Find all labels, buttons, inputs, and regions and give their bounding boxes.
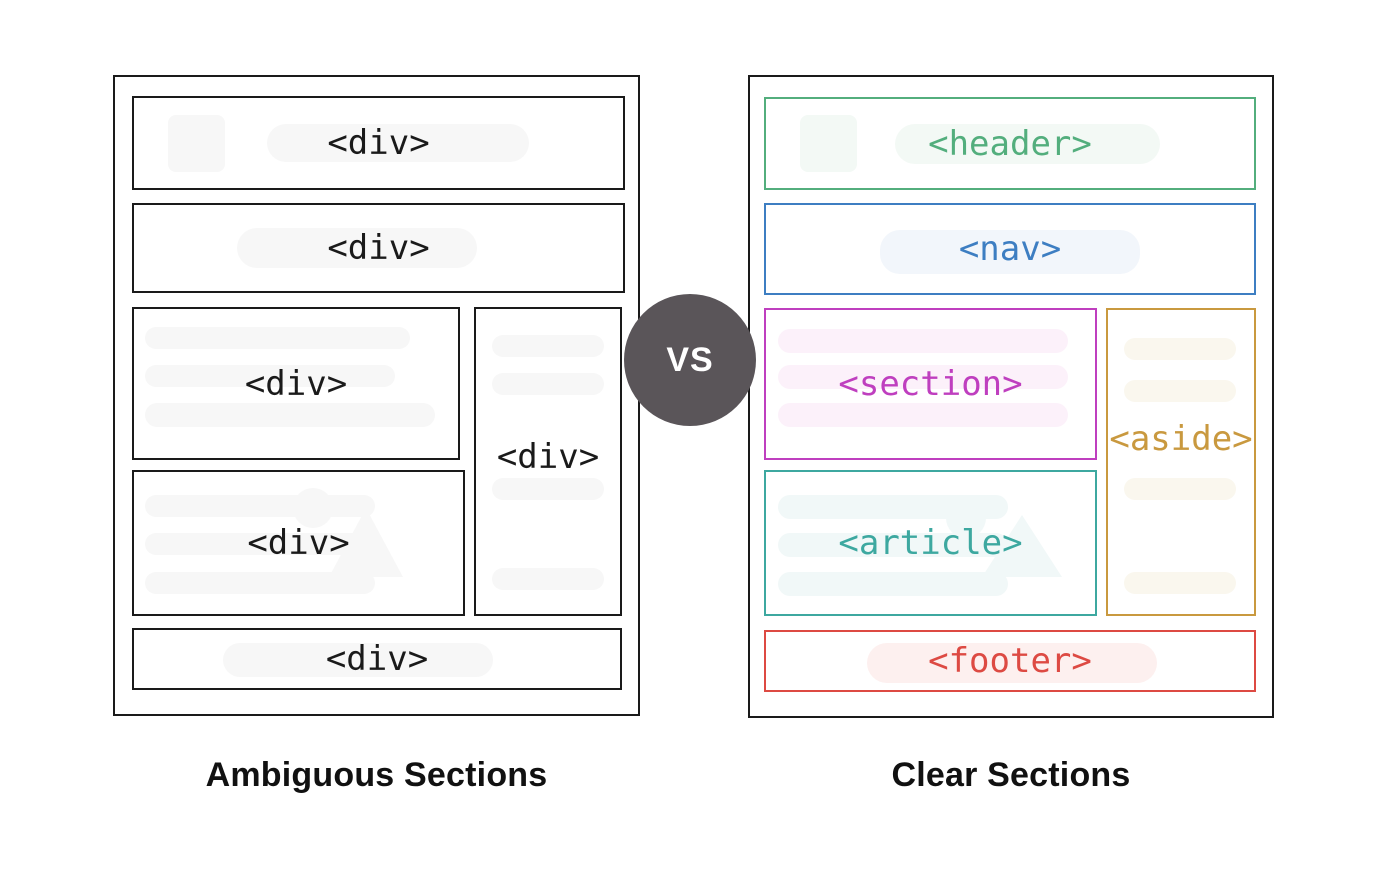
text-line-placeholder: [145, 365, 395, 387]
text-line-placeholder: [880, 230, 1140, 274]
text-line-placeholder: [237, 228, 477, 268]
text-line-placeholder: [492, 478, 604, 500]
article-box: <article>: [764, 470, 1097, 616]
div-box-section-area: <div>: [132, 307, 460, 460]
div-tag-label: <div>: [247, 523, 350, 563]
footer-tag-label: <footer>: [928, 641, 1092, 681]
text-line-placeholder: [267, 124, 529, 162]
logo-placeholder: [800, 115, 857, 172]
text-line-placeholder: [867, 643, 1157, 683]
image-placeholder-triangle-icon: [329, 508, 403, 577]
text-line-placeholder: [223, 643, 493, 677]
image-placeholder-circle-icon: [946, 498, 986, 538]
section-box: <section>: [764, 308, 1097, 460]
text-line-placeholder: [145, 403, 435, 427]
text-line-placeholder: [778, 572, 1008, 596]
text-line-placeholder: [1124, 380, 1236, 402]
text-line-placeholder: [778, 365, 1068, 389]
div-box-nav-area: <div>: [132, 203, 625, 293]
image-placeholder-circle-icon: [293, 488, 333, 528]
ambiguous-panel: <div> <div> <div> <div> <div>: [113, 75, 640, 716]
vs-badge: VS: [624, 294, 756, 426]
header-box: <header>: [764, 97, 1256, 190]
aside-box: <aside>: [1106, 308, 1256, 616]
div-tag-label: <div>: [325, 639, 429, 679]
nav-box: <nav>: [764, 203, 1256, 295]
logo-placeholder: [168, 115, 225, 172]
section-tag-label: <section>: [838, 364, 1023, 404]
text-line-placeholder: [492, 335, 604, 357]
clear-panel: <header> <nav> <section> <aside> <articl…: [748, 75, 1274, 718]
div-tag-label: <div>: [496, 437, 600, 477]
text-line-placeholder: [1124, 572, 1236, 594]
text-line-placeholder: [1124, 478, 1236, 500]
div-box-article-area: <div>: [132, 470, 465, 616]
div-box-header-area: <div>: [132, 96, 625, 190]
div-box-footer-area: <div>: [132, 628, 622, 690]
text-line-placeholder: [145, 572, 375, 594]
image-placeholder-triangle-icon: [982, 515, 1062, 577]
clear-caption: Clear Sections: [891, 756, 1131, 794]
nav-tag-label: <nav>: [958, 229, 1062, 269]
footer-box: <footer>: [764, 630, 1256, 692]
div-tag-label: <div>: [327, 228, 430, 268]
text-line-placeholder: [778, 329, 1068, 353]
text-line-placeholder: [1124, 338, 1236, 360]
aside-tag-label: <aside>: [1109, 419, 1253, 459]
text-line-placeholder: [778, 403, 1068, 427]
text-line-placeholder: [895, 124, 1160, 164]
text-line-placeholder: [145, 533, 375, 555]
article-tag-label: <article>: [838, 523, 1023, 563]
ambiguous-caption: Ambiguous Sections: [205, 756, 548, 794]
text-line-placeholder: [145, 327, 410, 349]
div-tag-label: <div>: [244, 363, 348, 404]
header-tag-label: <header>: [928, 123, 1092, 164]
div-tag-label: <div>: [327, 123, 430, 163]
div-box-aside-area: <div>: [474, 307, 622, 616]
text-line-placeholder: [492, 373, 604, 395]
text-line-placeholder: [492, 568, 604, 590]
